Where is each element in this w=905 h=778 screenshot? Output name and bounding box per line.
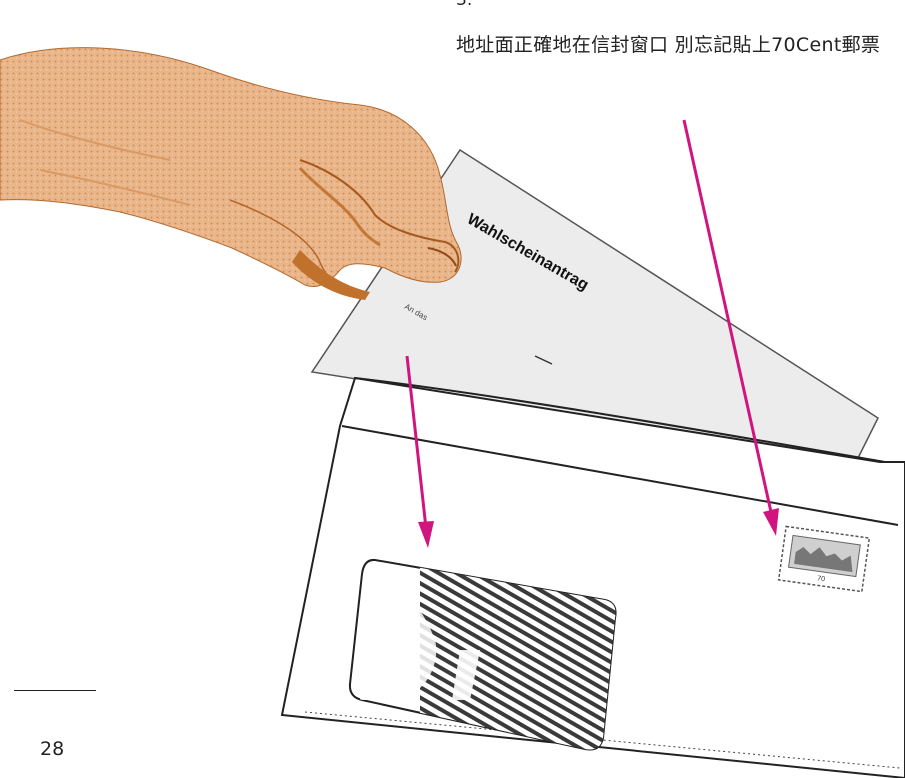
instruction-text: 地址面正確地在信封窗口 別忘記貼上70Cent郵票	[456, 34, 881, 56]
page-number: 28	[40, 738, 65, 760]
hand-illustration	[0, 47, 462, 300]
form-sheet: Wahlscheinantrag An das	[310, 148, 879, 459]
form-dash	[534, 355, 553, 365]
stamp-value: 70	[817, 575, 826, 583]
arrow-to-stamp	[682, 119, 779, 536]
footer-rule	[14, 690, 96, 691]
step-number: 3.	[456, 0, 473, 10]
window-cutout	[348, 558, 617, 751]
arrow-to-window	[405, 355, 434, 548]
postage-stamp: 70	[777, 525, 871, 593]
